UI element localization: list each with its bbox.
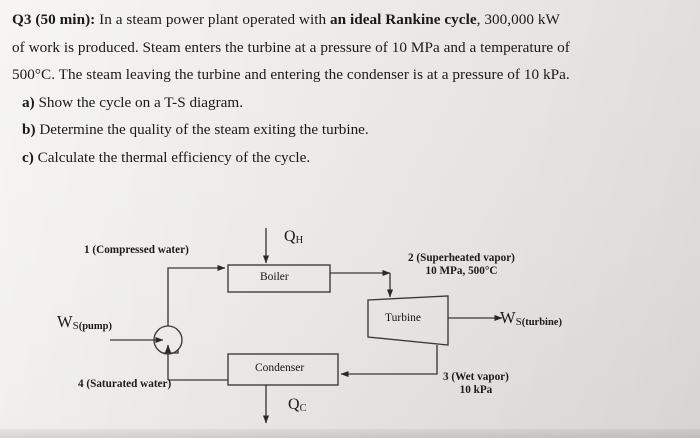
question-line-1-text: In a steam power plant operated with (95, 11, 330, 28)
state-2-line-1: 2 (Superheated vapor) (408, 252, 515, 264)
heat-in-symbol: QH (284, 228, 303, 246)
question-text-block: Q3 (50 min): In a steam power plant oper… (12, 6, 688, 171)
question-line-1: Q3 (50 min): In a steam power plant oper… (12, 6, 688, 34)
condenser-box (227, 353, 339, 386)
line-turbine-to-condenser (340, 345, 438, 378)
turbine-label: Turbine (385, 312, 421, 324)
part-c-text: Calculate the thermal efficiency of the … (33, 148, 311, 166)
question-line-1-post: , 300,000 kW (476, 11, 560, 28)
state-2-line-2: 10 MPa, 500°C (425, 265, 498, 277)
part-a-label: a) (22, 93, 35, 111)
state-3-label: 3 (Wet vapor) 10 kPa (443, 371, 509, 397)
state-1-label: 1 (Compressed water) (84, 244, 189, 256)
work-pump-subscript: S (72, 320, 79, 332)
diagram-canvas (110, 228, 503, 424)
heat-out-letter: Q (288, 396, 300, 413)
turbine-shape (367, 295, 449, 346)
state-3-line-2: 10 kPa (459, 384, 493, 396)
work-pump-qualifier: (pump) (78, 321, 112, 332)
state-3-line-1: 3 (Wet vapor) (443, 371, 509, 383)
part-c-label: c) (22, 148, 34, 166)
question-part-b: b) Determine the quality of the steam ex… (12, 116, 688, 144)
part-b-text: Determine the quality of the steam exiti… (35, 121, 369, 138)
boiler-box (227, 264, 331, 293)
heat-in-letter: Q (284, 228, 296, 245)
work-turbine-qualifier: (turbine) (521, 317, 562, 328)
state-2-label: 2 (Superheated vapor) 10 MPa, 500°C (408, 252, 515, 278)
work-turbine-symbol: WS(turbine) (500, 308, 562, 328)
question-line-2: of work is produced. Steam enters the tu… (12, 38, 570, 56)
question-line-1-bold: an ideal Rankine cycle (329, 11, 477, 28)
part-a-text: Show the cycle on a T-S diagram. (34, 93, 244, 111)
question-line-3: 500°C. The steam leaving the turbine and… (12, 66, 570, 83)
heat-out-symbol: QC (288, 396, 307, 414)
line-pump-to-boiler (167, 264, 226, 326)
work-pump-letter: W (57, 312, 73, 331)
heat-out-subscript: C (299, 403, 307, 414)
rankine-cycle-diagram: Boiler Turbine Condenser QH QC WS(pump) … (0, 206, 700, 438)
work-turbine-subscript: S (515, 316, 522, 328)
question-part-a: a) Show the cycle on a T-S diagram. (12, 89, 688, 117)
question-part-c: c) Calculate the thermal efficiency of t… (12, 144, 688, 172)
condenser-label: Condenser (255, 362, 305, 374)
boiler-label: Boiler (260, 271, 289, 283)
work-turbine-letter: W (500, 308, 516, 327)
part-b-label: b) (22, 121, 36, 138)
heat-in-subscript: H (295, 235, 304, 246)
state-4-label: 4 (Saturated water) (78, 378, 172, 390)
work-pump-symbol: WS(pump) (57, 312, 112, 332)
question-id-label: Q3 (50 min): (12, 11, 96, 28)
